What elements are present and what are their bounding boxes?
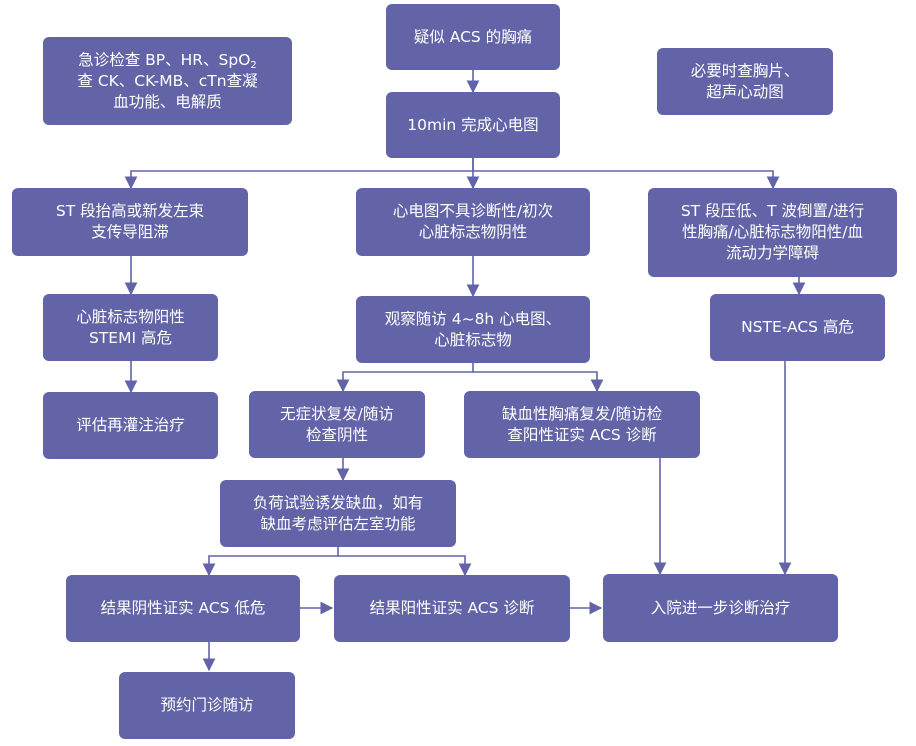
node-label: 结果阳性证实 ACS 诊断: [369, 599, 535, 617]
node-label: 10min 完成心电图: [407, 115, 539, 134]
node-label: 心电图不具诊断性/初次 心脏标志物阴性: [392, 202, 554, 241]
node-label: 观察随访 4~8h 心电图、 心脏标志物: [384, 309, 562, 349]
node-outpatient-followup: 预约门诊随访: [119, 672, 295, 739]
edge-stress-to-negative: [202, 547, 339, 577]
node-label: 结果阴性证实 ACS 低危: [100, 599, 266, 617]
edge-observe-to-asymptomatic: [336, 363, 474, 393]
node-label: 缺血性胸痛复发/随访检 查阳性证实 ACS 诊断: [501, 404, 663, 444]
node-imaging: 必要时查胸片、 超声心动图: [657, 48, 833, 115]
node-observe-followup: 观察随访 4~8h 心电图、 心脏标志物: [356, 296, 590, 363]
node-label: 评估再灌注治疗: [76, 416, 185, 434]
node-label: 心脏标志物阳性 STEMI 高危: [76, 307, 185, 347]
edge-stress-to-positive: [338, 555, 472, 577]
node-emergency-tests: 急诊检查 BP、HR、SpO2 查 CK、CK-MB、cTn查凝 血功能、电解质: [43, 37, 292, 125]
node-label: 预约门诊随访: [160, 696, 254, 714]
edge-ecg-to-st-elevation: [124, 158, 474, 190]
node-st-elevation: ST 段抬高或新发左束 支传导阻滞: [12, 188, 248, 256]
node-label: 疑似 ACS 的胸痛: [413, 27, 533, 46]
node-label: NSTE-ACS 高危: [741, 318, 854, 336]
edge-observe-to-ischemic: [473, 371, 604, 393]
node-label: 无症状复发/随访 检查阴性: [280, 404, 394, 444]
emergency-line-2: 查 CK、CK-MB、cTn查凝: [77, 71, 258, 90]
node-label: 急诊检查 BP、HR、SpO2 查 CK、CK-MB、cTn查凝 血功能、电解质: [77, 50, 257, 113]
emergency-subscript: 2: [250, 59, 257, 71]
node-label: ST 段压低、T 波倒置/进行 性胸痛/心脏标志物阳性/血 流动力学障碍: [680, 202, 865, 262]
node-asymptomatic-negative: 无症状复发/随访 检查阴性: [249, 391, 425, 458]
emergency-line-3: 血功能、电解质: [113, 92, 222, 111]
node-admit-treatment: 入院进一步诊断治疗: [603, 574, 838, 642]
node-label: 必要时查胸片、 超声心动图: [690, 61, 800, 101]
node-assess-reperfusion: 评估再灌注治疗: [43, 392, 218, 459]
node-stress-test: 负荷试验诱发缺血，如有 缺血考虑评估左室功能: [220, 480, 456, 547]
node-suspect-acs: 疑似 ACS 的胸痛: [386, 4, 560, 70]
node-negative-low-risk: 结果阴性证实 ACS 低危: [66, 575, 300, 642]
emergency-line-1: 急诊检查 BP、HR、SpO: [78, 50, 251, 69]
node-nste-acs-high-risk: NSTE-ACS 高危: [710, 294, 885, 361]
node-st-depression: ST 段压低、T 波倒置/进行 性胸痛/心脏标志物阳性/血 流动力学障碍: [648, 188, 897, 277]
node-positive-confirm: 结果阳性证实 ACS 诊断: [334, 575, 570, 642]
node-label: 入院进一步诊断治疗: [650, 598, 791, 617]
edge-ecg-to-st-depression: [473, 170, 780, 190]
node-label: 负荷试验诱发缺血，如有 缺血考虑评估左室功能: [252, 493, 424, 533]
node-label: ST 段抬高或新发左束 支传导阻滞: [55, 202, 205, 241]
node-ecg-nondiagnostic: 心电图不具诊断性/初次 心脏标志物阴性: [356, 188, 590, 256]
node-ecg-10min: 10min 完成心电图: [386, 92, 560, 158]
node-marker-positive-stemi: 心脏标志物阳性 STEMI 高危: [43, 294, 218, 361]
node-ischemic-recurrence: 缺血性胸痛复发/随访检 查阳性证实 ACS 诊断: [464, 391, 700, 458]
